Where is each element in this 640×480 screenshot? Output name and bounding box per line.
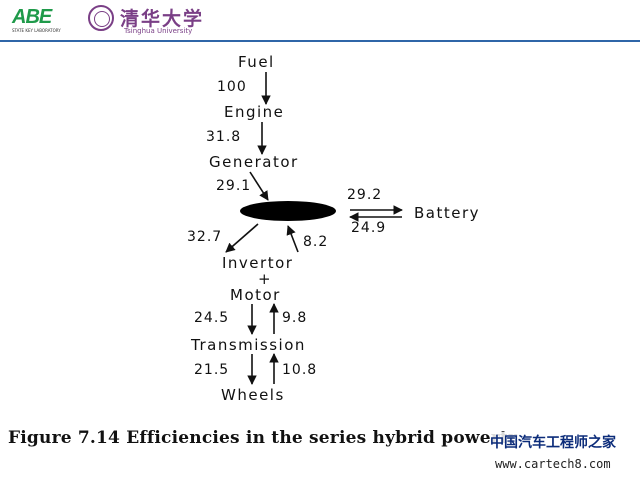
node-wheels: Wheels: [221, 386, 285, 404]
logo-letters: ABE: [12, 6, 52, 28]
node-plus: +: [258, 270, 273, 288]
node-battery: Battery: [414, 204, 481, 222]
flow-engine-to-generator: 31.8: [206, 129, 242, 145]
flow-generator-to-hub: 29.1: [216, 178, 252, 194]
university-name-en: Tsinghua University: [124, 27, 193, 35]
slide-header: ABE STATE KEY LABORATORY 清华大学 Tsinghua U…: [0, 0, 640, 40]
arrow-invertor-to-hub: [286, 225, 299, 253]
flow-transmission-to-motor: 9.8: [282, 310, 308, 326]
flow-motor-to-transmission: 24.5: [194, 310, 230, 326]
flow-hub-to-battery: 29.2: [347, 187, 383, 203]
flow-wheels-to-transmission: 10.8: [282, 362, 318, 378]
flow-fuel-to-engine: 100: [217, 79, 247, 95]
node-engine: Engine: [224, 103, 285, 121]
flow-transmission-to-wheels: 21.5: [194, 362, 230, 378]
flow-battery-to-hub: 24.9: [351, 220, 387, 236]
power-bus-node: [240, 201, 336, 221]
abe-lab-logo: ABE STATE KEY LABORATORY: [10, 6, 78, 34]
arrow-hub-to-invertor: [225, 223, 259, 253]
node-generator: Generator: [209, 153, 299, 171]
flow-invertor-to-hub: 8.2: [303, 234, 329, 250]
watermark-site-name: 中国汽车工程师之家: [490, 432, 616, 452]
node-transmission: Transmission: [191, 336, 306, 354]
node-invertor: Invertor: [222, 254, 294, 272]
node-motor: Motor: [230, 286, 281, 304]
node-fuel: Fuel: [238, 53, 275, 71]
header-divider: [0, 40, 640, 42]
logo-subtext: STATE KEY LABORATORY: [12, 28, 61, 33]
flow-hub-to-invertor: 32.7: [187, 229, 223, 245]
arrow-generator-to-hub: [249, 171, 269, 201]
figure-caption: Figure 7.14 Efficiencies in the series h…: [8, 428, 518, 448]
university-name-cn: 清华大学: [120, 8, 205, 30]
watermark-url: www.cartech8.com: [495, 457, 611, 471]
tsinghua-seal-icon: [88, 5, 114, 31]
